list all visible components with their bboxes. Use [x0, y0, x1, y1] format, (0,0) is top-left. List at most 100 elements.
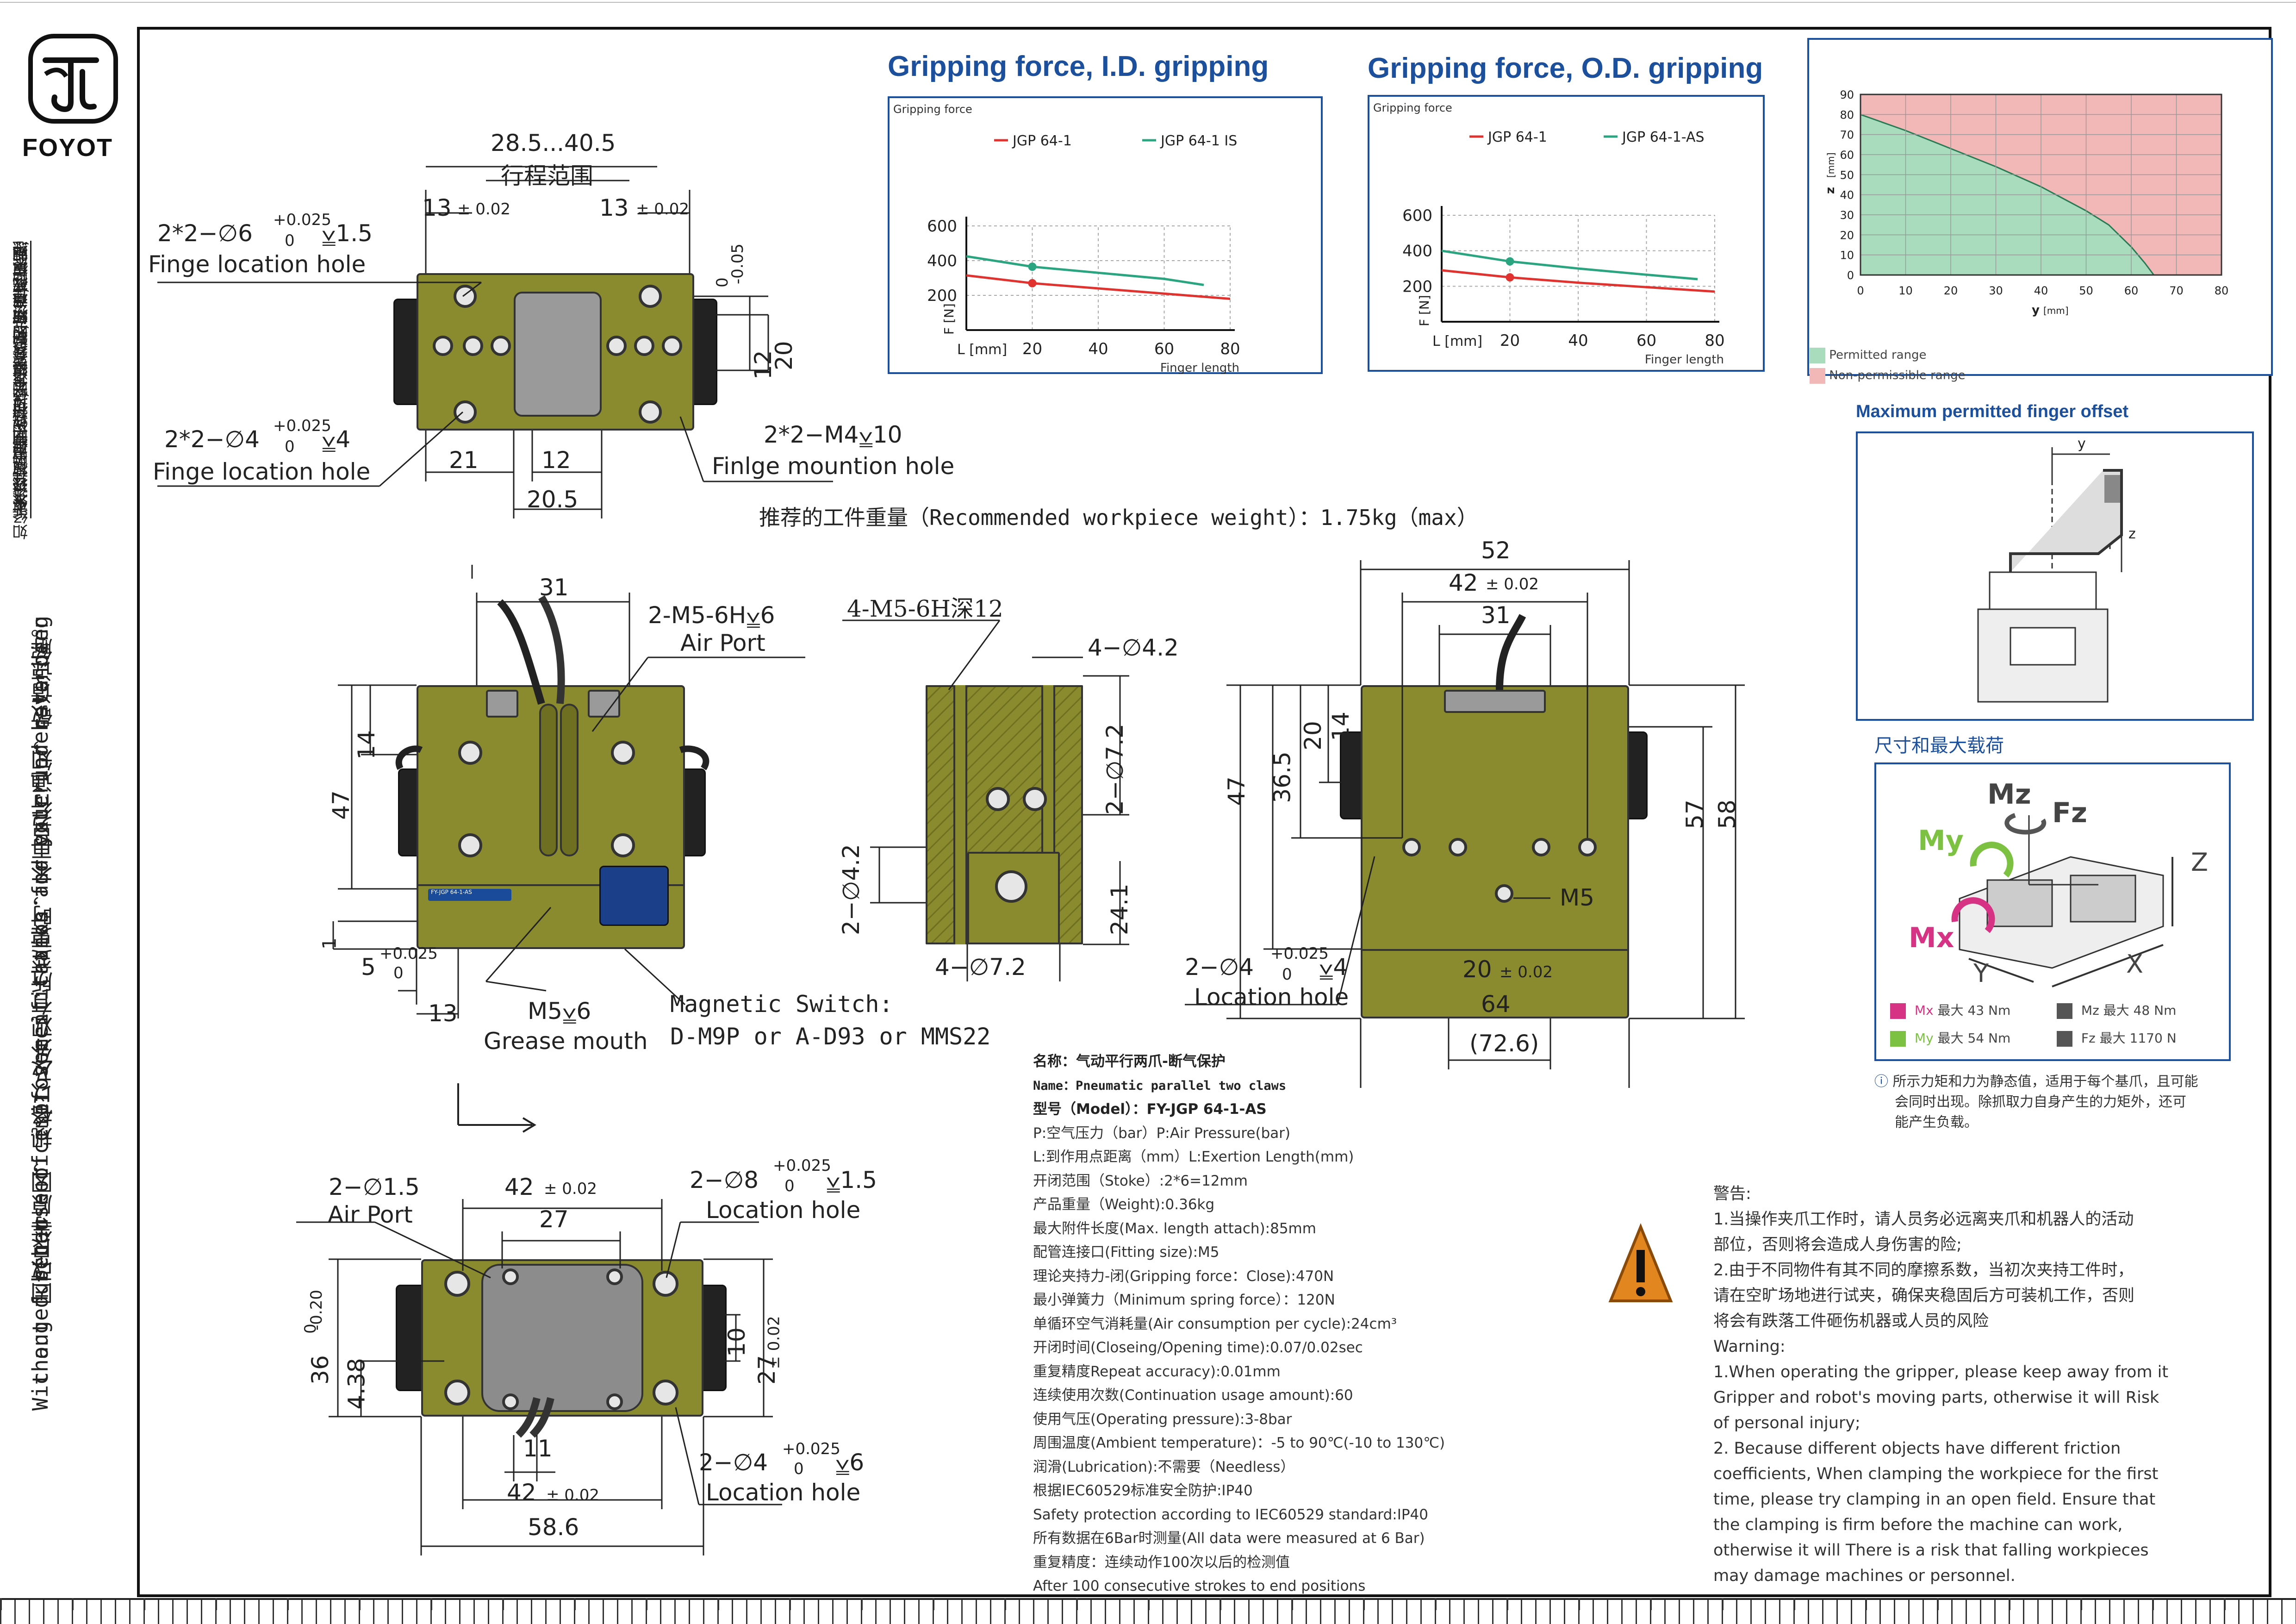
spec-line: P:空气压力（bar）P:Air Pressure(bar)	[1033, 1124, 1291, 1142]
spec-line: 开闭时间(Closeing/Opening time):0.07/0.02sec	[1033, 1339, 1363, 1356]
loads-note-line: 能产生负载。	[1895, 1114, 1978, 1131]
hole1-spec: 2*2−∅6	[157, 220, 253, 247]
screw-icon	[463, 336, 483, 356]
x-tick-label: 20	[1022, 340, 1042, 358]
chart3-legend: Permitted range Non-permissible range	[1810, 345, 1966, 386]
brand-logo	[27, 32, 119, 125]
legend-nonpermitted: Non-permissible range	[1810, 365, 1966, 386]
warning-icon	[1608, 1223, 1673, 1302]
warning-line: 请在空旷场地进行试夹，确保夹稳固后方可装机工作，否则	[1713, 1287, 2135, 1305]
mx-swatch	[1890, 1003, 1906, 1019]
y-tick-label: 80	[1840, 108, 1854, 121]
dim-13a: 13	[422, 194, 452, 221]
dim-47: 47	[327, 790, 355, 820]
fz-value: 1170	[2129, 1031, 2163, 1046]
hole-4-2v: 2−∅4.2	[838, 844, 865, 935]
warning-title: 警告:	[1713, 1185, 1751, 1203]
loads-note-line: 会同时出现。除抓取力自身产生的力矩外，还可	[1895, 1094, 2186, 1110]
dim-42-tol: ± 0.02	[544, 1180, 597, 1198]
warning-line: otherwise it will There is a risk that f…	[1713, 1541, 2149, 1560]
spec-line: L:到作用点距离（mm）L:Exertion Length(mm)	[1033, 1149, 1354, 1165]
dim-36: 36	[306, 1355, 334, 1385]
top-slot	[1444, 690, 1546, 713]
loads-box: Mz Fz My Mx X Y Z Mx 最大 43 Nm Mz 最大 48 N…	[1874, 762, 2231, 1061]
y-tick-label: 400	[927, 252, 957, 270]
screw-icon	[606, 1268, 623, 1285]
dim-5-tol0: 0	[393, 964, 404, 982]
y-axis-top-label: Gripping force	[1373, 101, 1452, 114]
legend-label: JGP 64-1	[1012, 133, 1072, 149]
top-view: 28.5...40.5 行程范围 13 ± 0.02 13 ± 0.02 2*2…	[148, 120, 981, 537]
legend-label: JGP 64-1 IS	[1160, 133, 1237, 149]
hole1-tol0: 0	[285, 231, 295, 250]
screw-icon	[634, 336, 654, 356]
hole-7-2h: 4−∅7.2	[935, 954, 1026, 981]
x-tick-label: 80	[2215, 284, 2229, 297]
load-item-my: My 最大 54 Nm	[1890, 1028, 2010, 1047]
m5-label: M5	[1560, 884, 1594, 911]
my-label: My	[1914, 1031, 1934, 1046]
loc8-depth: ⩣1.5	[826, 1167, 877, 1193]
dim-27: 27	[539, 1206, 569, 1233]
warning-line: 2.由于不同物件有其不同的摩擦系数，当初次夹持工件时，	[1713, 1261, 2134, 1280]
y-tick-label: 40	[1840, 189, 1854, 202]
dim-31: 31	[1481, 602, 1511, 629]
view-arrow-icon	[457, 1083, 536, 1133]
dim-58: 58	[1713, 800, 1741, 829]
my-swatch	[1890, 1031, 1906, 1047]
dim-13a-tol: ± 0.02	[457, 200, 510, 219]
axis-mz: Mz	[1987, 778, 2031, 811]
loc4-spec: 2−∅4	[699, 1449, 768, 1476]
loc-tol0: 0	[1282, 965, 1292, 984]
hole2-tol: +0.025	[273, 417, 331, 435]
front-view: FY-JGP 64-1-AS 31 2-M5-6H⩣6 Air Port 14 …	[319, 565, 1018, 1065]
bottom-view-dims	[296, 1199, 782, 1555]
hole-icon	[611, 741, 635, 765]
y-tick-label: 0	[1847, 269, 1854, 282]
warning-line: may damage machines or personnel.	[1713, 1567, 2016, 1585]
series-line-0	[966, 274, 1231, 300]
warning-line: 2. Because different objects have differ…	[1713, 1439, 2121, 1458]
spec-line: 名称：气动平行两爪-断气保护	[1033, 1053, 1226, 1070]
hole-icon	[1495, 884, 1513, 903]
mz-arrow-icon	[2004, 813, 2047, 835]
y-axis-unit: [mm]	[1825, 152, 1836, 178]
screw-icon	[606, 336, 627, 356]
axis-my: My	[1918, 824, 1964, 857]
dim-20b-tol: ± 0.02	[1500, 963, 1553, 981]
finger-offset-box: y z	[1856, 431, 2254, 721]
legend-label: JGP 64-1-AS	[1621, 129, 1705, 145]
stroke-dim: 28.5...40.5	[491, 130, 616, 156]
dim-5: 5	[361, 954, 376, 981]
chart1-title: Gripping force, I.D. gripping	[888, 50, 1269, 82]
dim-5-tol: +0.025	[380, 944, 438, 963]
spec-line: 单循环空气消耗量(Air consumption per cycle):24cm…	[1033, 1315, 1397, 1332]
spec-line: After 100 consecutive strokes to end pos…	[1033, 1578, 1366, 1594]
y-axis-label: z	[1823, 187, 1837, 194]
air-spec: 2−∅1.5	[329, 1174, 420, 1200]
warning-line: Gripper and robot's moving parts, otherw…	[1713, 1388, 2159, 1407]
x-axis-note: Finger length	[1160, 361, 1239, 374]
loc4-tol: +0.025	[782, 1440, 840, 1458]
warning-line: the clamping is firm before the machine …	[1713, 1516, 2123, 1534]
my-value: 54	[1967, 1031, 1985, 1046]
dim-47: 47	[1223, 776, 1250, 806]
spec-line: 型号（Model）：FY-JGP 64-1-AS	[1033, 1101, 1267, 1118]
switch-label-2: D-M9P or A-D93 or MMS22	[670, 1023, 991, 1050]
x-axis-label: L [mm]	[957, 342, 1007, 358]
hole-icon	[611, 833, 635, 857]
mz-swatch	[2057, 1003, 2072, 1019]
chart2-box	[1368, 95, 1765, 372]
warning-line: of personal injury;	[1713, 1414, 1860, 1432]
screw-icon	[491, 336, 511, 356]
switch-slot	[539, 704, 558, 856]
y-axis-top-label: Gripping force	[893, 103, 972, 116]
spec-line: 根据IEC60529标准安全防护:IP40	[1033, 1482, 1253, 1499]
series-line-1	[1441, 250, 1698, 281]
loads-note-line: ⓘ 所示力矩和力为静态值，适用于每个基爪，且可能	[1874, 1074, 2198, 1090]
finger-hole-icon	[639, 400, 662, 424]
mx-value: 43	[1967, 1003, 1985, 1018]
air-label: Air Port	[328, 1201, 413, 1228]
loc8-tol: +0.025	[773, 1156, 831, 1175]
